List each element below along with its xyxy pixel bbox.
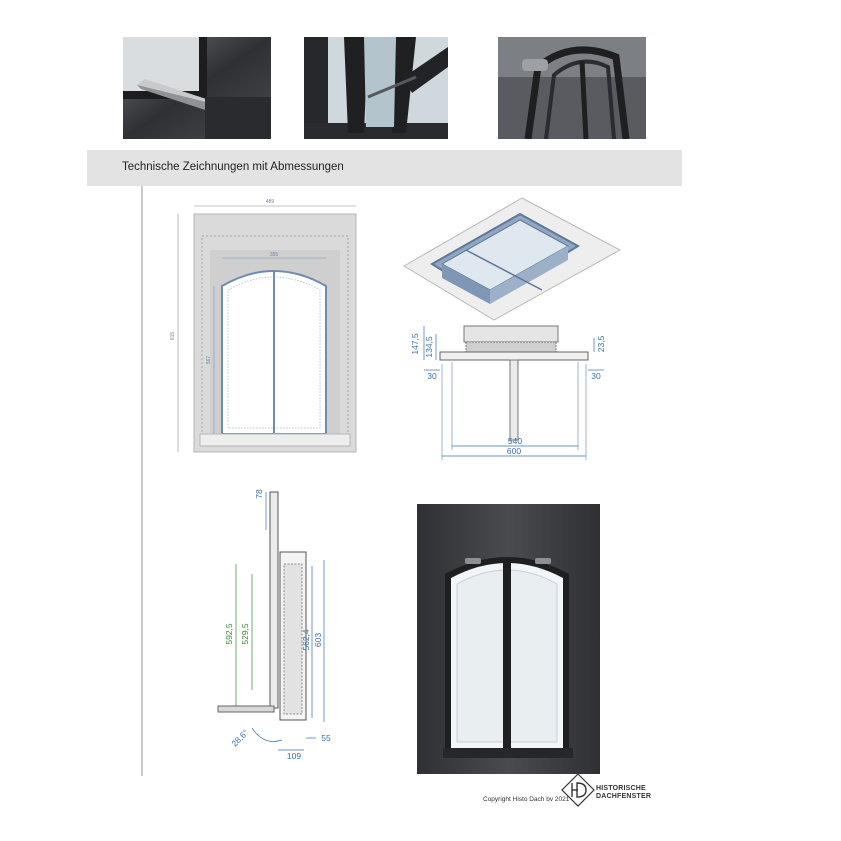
section-right-top: 23,5 (596, 335, 606, 352)
photo-arched-frame (498, 37, 646, 139)
copyright-text: Copyright Histo Dach bv 2021 (483, 796, 570, 803)
photo-open-sash (304, 37, 448, 139)
section-left-mid: 134,5 (424, 336, 434, 358)
side-angle-label: 28,6° (229, 727, 250, 748)
side-green-outer: 592,5 (224, 623, 234, 645)
photo-hinge-arm (123, 37, 271, 139)
front-width-label: 489 (266, 199, 275, 205)
side-blue-outer: 603 (313, 633, 323, 647)
front-inner-label: 355 (270, 252, 279, 258)
section-outer-width: 600 (507, 446, 521, 456)
section-inner-width: 540 (508, 436, 522, 446)
hd-logo-icon (561, 773, 595, 807)
side-top-label: 78 (254, 489, 264, 499)
drawing-side-view: 78 592,5 529,5 562,4 603 28,6° 55 109 (212, 484, 338, 762)
side-blue-inner: 562,4 (301, 629, 311, 651)
drawing-front-view: 489 355 815 567 (170, 196, 366, 458)
section-title: Technische Zeichnungen mit Abmessungen (122, 161, 344, 173)
front-height-label: 815 (170, 332, 176, 341)
brand-line-1: HISTORISCHE (596, 785, 646, 792)
drawing-isometric (402, 196, 622, 322)
front-side-label: 567 (206, 356, 212, 365)
section-right-offset: 30 (591, 371, 601, 381)
side-bottom-label: 109 (287, 751, 301, 761)
section-heading-bar: Technische Zeichnungen mit Abmessungen (87, 150, 682, 186)
section-left-top: 147,5 (410, 333, 420, 355)
brand-name: HISTORISCHE DACHFENSTER (596, 785, 651, 801)
product-render (417, 504, 600, 774)
side-green-inner: 529,5 (240, 623, 250, 645)
vertical-divider (141, 186, 143, 776)
section-left-offset: 30 (427, 371, 437, 381)
drawing-section-view: 147,5 134,5 23,5 30 30 540 600 (402, 322, 624, 462)
side-right-label: 55 (321, 733, 331, 743)
brand-line-2: DACHFENSTER (596, 793, 652, 800)
